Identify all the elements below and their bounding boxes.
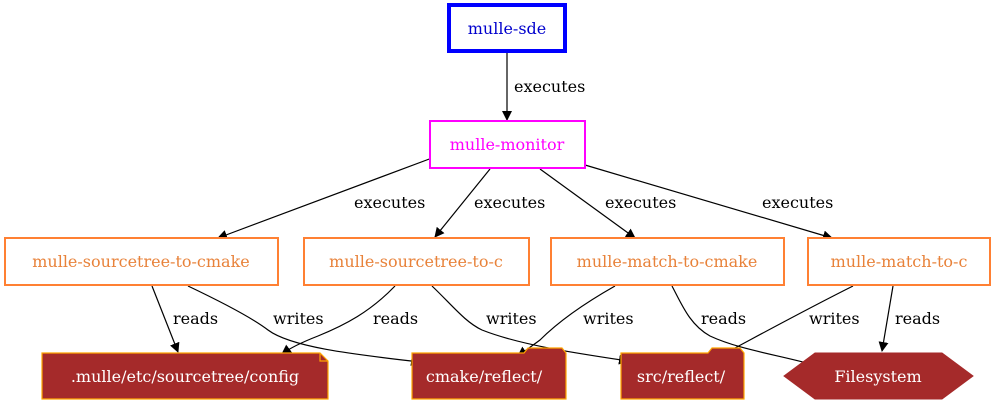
- edge-label-stcmake-writes: writes: [273, 309, 324, 328]
- node-src-reflect: src/reflect/: [620, 347, 745, 400]
- edges: [151, 52, 894, 369]
- edge-mcmake-writes-cmake: [517, 285, 616, 357]
- edge-label-monitor-executes-stcmake: executes: [354, 193, 425, 212]
- node-label-src-reflect: src/reflect/: [637, 367, 726, 386]
- node-label-filesystem: Filesystem: [834, 367, 921, 386]
- edge-labels: executes executes executes executes exec…: [173, 77, 940, 328]
- node-label-cmake-reflect: cmake/reflect/: [426, 367, 543, 386]
- edge-mcmake-reads-fs: [671, 285, 819, 369]
- node-mulle-sourcetree-to-cmake: mulle-sourcetree-to-cmake: [4, 237, 279, 286]
- folder-shape: [620, 347, 745, 400]
- node-cmake-reflect: cmake/reflect/: [411, 347, 567, 400]
- node-mulle-monitor: mulle-monitor: [429, 120, 586, 169]
- node-label-mulle-monitor: mulle-monitor: [450, 135, 565, 154]
- edge-stcmake-writes-cmake: [187, 285, 421, 366]
- node-label-sourcetree-config: .mulle/etc/sourcetree/config: [71, 367, 299, 386]
- edge-label-sde-executes-monitor: executes: [514, 77, 585, 96]
- edge-label-stc-writes: writes: [486, 309, 537, 328]
- node-label-match-to-cmake: mulle-match-to-cmake: [577, 252, 758, 271]
- edge-monitor-to-sourcetree-to-c: [434, 168, 491, 238]
- edge-label-monitor-executes-mcmake: executes: [605, 193, 676, 212]
- node-mulle-sde: mulle-sde: [447, 3, 567, 53]
- node-mulle-sourcetree-to-c: mulle-sourcetree-to-c: [303, 237, 530, 286]
- node-mulle-match-to-cmake: mulle-match-to-cmake: [550, 237, 785, 286]
- node-label-match-to-c: mulle-match-to-c: [831, 252, 968, 271]
- note-shape: [41, 352, 329, 400]
- edge-stcmake-reads-config: [151, 285, 180, 353]
- edge-label-stcmake-reads: reads: [173, 309, 218, 328]
- node-label-sourcetree-to-cmake: mulle-sourcetree-to-cmake: [32, 252, 250, 271]
- node-filesystem: Filesystem: [783, 352, 974, 400]
- edge-stc-reads-config: [281, 285, 396, 355]
- edge-label-mc-reads: reads: [895, 309, 940, 328]
- edge-monitor-to-sourcetree-to-cmake: [217, 157, 433, 240]
- edge-label-mcmake-reads: reads: [701, 309, 746, 328]
- edge-monitor-to-match-to-cmake: [539, 168, 636, 239]
- edge-stc-writes-src: [431, 285, 629, 365]
- note-corner-fold: [319, 353, 328, 362]
- edge-mc-reads-fs: [878, 285, 894, 352]
- folder-shape: [411, 347, 567, 400]
- edge-label-monitor-executes-mc: executes: [762, 193, 833, 212]
- node-sourcetree-config: .mulle/etc/sourcetree/config: [41, 352, 329, 400]
- edge-monitor-to-match-to-c: [584, 164, 833, 241]
- edge-label-stc-reads: reads: [373, 309, 418, 328]
- edge-label-mcmake-writes: writes: [583, 309, 634, 328]
- hexagon-shape: [783, 352, 974, 400]
- edge-label-monitor-executes-stc: executes: [474, 193, 545, 212]
- edge-label-mc-writes: writes: [809, 309, 860, 328]
- node-label-sourcetree-to-c: mulle-sourcetree-to-c: [329, 252, 503, 271]
- node-mulle-match-to-c: mulle-match-to-c: [807, 237, 991, 286]
- node-label-mulle-sde: mulle-sde: [468, 19, 547, 38]
